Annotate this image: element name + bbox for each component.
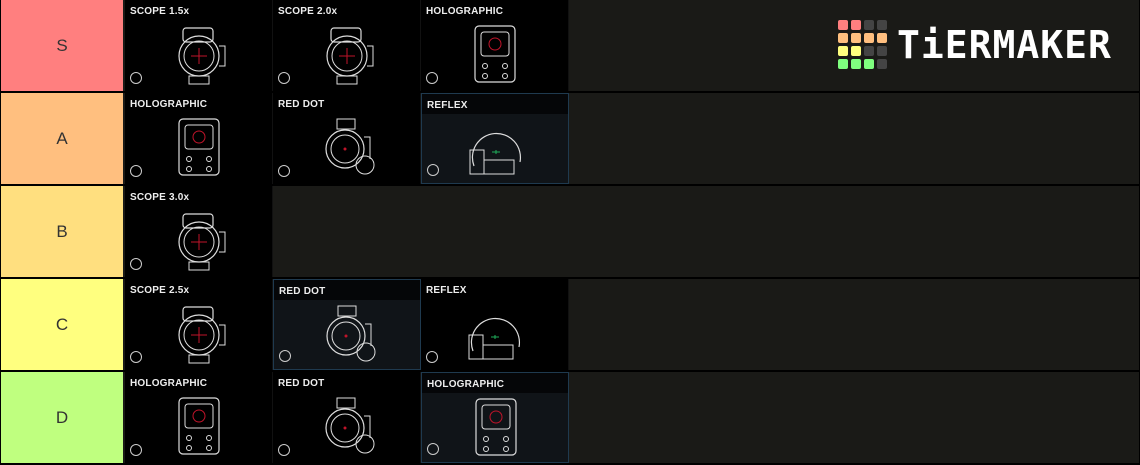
tier-row-s: S SCOPE 1.5x SCOPE 2.0x HOLOGRAPHIC: [1, 0, 1139, 91]
tier-label[interactable]: S: [1, 0, 123, 91]
select-circle-icon[interactable]: [130, 444, 142, 456]
reflex-sight-icon: [468, 317, 521, 360]
red-dot-sight-icon: [325, 118, 375, 175]
item-name: HOLOGRAPHIC: [427, 379, 505, 390]
logo-text: TiERMAKER: [897, 22, 1112, 67]
tier-item[interactable]: RED DOT: [273, 93, 421, 184]
logo-cell: [877, 46, 887, 56]
item-name: SCOPE 1.5x: [130, 6, 190, 17]
select-circle-icon[interactable]: [426, 351, 438, 363]
tier-items: SCOPE 2.5x RED DOT REFLEX: [123, 279, 569, 370]
tier-item[interactable]: RED DOT: [273, 372, 421, 463]
logo-cell: [851, 20, 861, 30]
select-circle-icon[interactable]: [427, 443, 439, 455]
item-name: SCOPE 3.0x: [130, 192, 190, 203]
item-name: SCOPE 2.5x: [130, 285, 190, 296]
select-circle-icon[interactable]: [278, 72, 290, 84]
tier-item[interactable]: HOLOGRAPHIC: [421, 0, 569, 91]
tiermaker-logo: TiERMAKER: [838, 20, 1112, 69]
select-circle-icon[interactable]: [278, 444, 290, 456]
tier-item[interactable]: REFLEX: [421, 93, 569, 184]
item-name: SCOPE 2.0x: [278, 6, 338, 17]
logo-cell: [851, 46, 861, 56]
tier-item[interactable]: HOLOGRAPHIC: [125, 93, 273, 184]
select-circle-icon[interactable]: [130, 165, 142, 177]
tier-item[interactable]: RED DOT: [273, 279, 421, 370]
select-circle-icon[interactable]: [130, 258, 142, 270]
tier-label[interactable]: D: [1, 372, 123, 463]
item-name: RED DOT: [279, 286, 326, 297]
tier-row-b: B SCOPE 3.0x: [1, 186, 1139, 277]
tier-item[interactable]: SCOPE 2.5x: [125, 279, 273, 370]
select-circle-icon[interactable]: [427, 164, 439, 176]
tier-items: HOLOGRAPHIC RED DOT HOLOGRAPHIC: [123, 372, 569, 463]
scope-icon: [326, 27, 374, 85]
item-name: REFLEX: [427, 100, 468, 111]
item-name: RED DOT: [278, 99, 325, 110]
select-circle-icon[interactable]: [130, 72, 142, 84]
tier-items: SCOPE 1.5x SCOPE 2.0x HOLOGRAPHIC: [123, 0, 569, 91]
tier-item[interactable]: HOLOGRAPHIC: [421, 372, 569, 463]
tier-items: HOLOGRAPHIC RED DOT REFLEX: [123, 93, 569, 184]
holographic-sight-icon: [178, 397, 220, 455]
logo-cell: [838, 33, 848, 43]
holographic-sight-icon: [178, 118, 220, 176]
logo-cell: [838, 59, 848, 69]
tier-label[interactable]: A: [1, 93, 123, 184]
item-name: HOLOGRAPHIC: [130, 378, 208, 389]
tier-item[interactable]: HOLOGRAPHIC: [125, 372, 273, 463]
logo-cell: [864, 20, 874, 30]
logo-cell: [877, 33, 887, 43]
logo-cell: [864, 46, 874, 56]
tier-item[interactable]: SCOPE 1.5x: [125, 0, 273, 91]
tier-item[interactable]: SCOPE 3.0x: [125, 186, 273, 277]
scope-icon: [178, 306, 226, 364]
tier-row-a: A HOLOGRAPHIC RED DOT REFLEX: [1, 93, 1139, 184]
tier-item[interactable]: SCOPE 2.0x: [273, 0, 421, 91]
holographic-sight-icon: [475, 398, 517, 456]
select-circle-icon[interactable]: [279, 350, 291, 362]
scope-icon: [178, 27, 226, 85]
item-name: RED DOT: [278, 378, 325, 389]
select-circle-icon[interactable]: [130, 351, 142, 363]
select-circle-icon[interactable]: [278, 165, 290, 177]
logo-cell: [838, 46, 848, 56]
item-name: REFLEX: [426, 285, 467, 296]
item-name: HOLOGRAPHIC: [426, 6, 504, 17]
logo-grid-icon: [838, 20, 887, 69]
logo-cell: [877, 59, 887, 69]
tier-label[interactable]: B: [1, 186, 123, 277]
tier-label[interactable]: C: [1, 279, 123, 370]
tier-item[interactable]: REFLEX: [421, 279, 569, 370]
tier-row-d: D HOLOGRAPHIC RED DOT HOLOGRAPHIC: [1, 372, 1139, 463]
reflex-sight-icon: [469, 132, 522, 175]
red-dot-sight-icon: [326, 305, 376, 362]
logo-cell: [851, 59, 861, 69]
logo-cell: [851, 33, 861, 43]
select-circle-icon[interactable]: [426, 72, 438, 84]
logo-cell: [838, 20, 848, 30]
red-dot-sight-icon: [325, 397, 375, 454]
logo-cell: [877, 20, 887, 30]
scope-icon: [178, 213, 226, 271]
holographic-sight-icon: [474, 25, 516, 83]
logo-cell: [864, 59, 874, 69]
logo-cell: [864, 33, 874, 43]
tier-items: SCOPE 3.0x: [123, 186, 273, 277]
item-name: HOLOGRAPHIC: [130, 99, 208, 110]
tier-row-c: C SCOPE 2.5x RED DOT REFLEX: [1, 279, 1139, 370]
